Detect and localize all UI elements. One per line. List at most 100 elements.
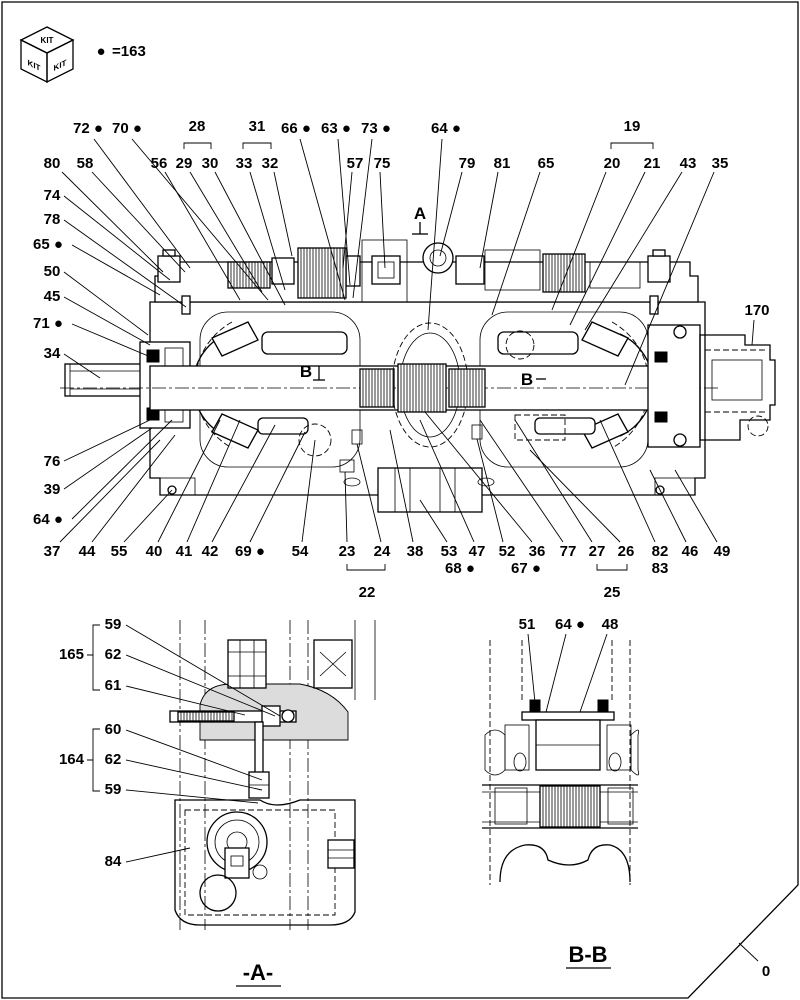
bolt-head [157, 255, 181, 283]
rear-attachment [699, 334, 776, 441]
top-port-block [484, 249, 541, 291]
callout-label: 40 [146, 543, 163, 560]
leader-line [131, 138, 269, 301]
piston [497, 331, 579, 355]
legend-symbol: ● [96, 43, 105, 60]
leader-line [63, 195, 171, 281]
leader-line [491, 171, 541, 316]
o-ring [343, 477, 361, 487]
callout-label: 37 [44, 543, 61, 560]
leader-line [439, 171, 463, 257]
leader-line [59, 439, 161, 543]
joint [607, 787, 634, 825]
leader-line [352, 138, 373, 299]
callout-label: 68 ● [445, 560, 475, 577]
bolt-head [271, 257, 295, 285]
lower-housing [499, 844, 631, 883]
rear-flange [647, 324, 701, 448]
callout-label: 164 [59, 751, 85, 768]
bolt-head [647, 255, 671, 283]
foot [159, 477, 196, 496]
callout-label: 55 [111, 543, 128, 560]
callout-label: 35 [712, 155, 729, 172]
callout-label: 64 ● [33, 511, 63, 528]
callout-label: 61 [105, 677, 122, 694]
flange-bolt [673, 433, 687, 447]
leader-line [479, 171, 499, 269]
piston [261, 331, 348, 355]
detail-a-title: -A- [243, 960, 274, 985]
callout-label: 32 [262, 155, 279, 172]
leader-line [342, 171, 353, 269]
seal [146, 349, 160, 363]
piston [257, 417, 309, 435]
callout-label: 34 [44, 345, 61, 362]
bolt-head [371, 255, 401, 285]
leader-line [529, 449, 621, 543]
callout-label: 50 [44, 263, 61, 280]
callout-label: 53 [441, 543, 458, 560]
callout-label: 27 [589, 543, 606, 560]
leader-line [71, 419, 173, 520]
callout-label: 165 [59, 646, 84, 663]
port-plug [199, 874, 237, 912]
callout-label: 46 [682, 543, 699, 560]
callout-label: 38 [407, 543, 424, 560]
callout-label: 29 [176, 155, 193, 172]
callout-label: 25 [604, 584, 621, 601]
pump-main-view: A B B [60, 204, 776, 513]
leader-line [189, 171, 263, 293]
callout-label: 45 [44, 288, 61, 305]
callout-label: 23 [339, 543, 356, 560]
leader-line [545, 633, 567, 713]
callout-label: 78 [44, 211, 61, 228]
leader-line [125, 685, 246, 716]
callout-label: 59 [105, 781, 122, 798]
callout-label: 70 ● [112, 120, 142, 137]
connector [224, 847, 250, 879]
callout-label: 59 [105, 616, 122, 633]
leader-line [125, 729, 263, 781]
leader-line [479, 419, 564, 543]
svg-text:KIT: KIT [28, 57, 42, 73]
leader-line [299, 138, 346, 301]
seal [654, 351, 668, 363]
leader-line [63, 427, 153, 490]
valve-plate-hidden [514, 414, 566, 441]
leader-line [63, 353, 101, 379]
callout-label: 82 [652, 543, 669, 560]
callout-label: 79 [459, 155, 476, 172]
callout-label: 65 ● [33, 236, 63, 253]
callout-label: 170 [744, 302, 769, 319]
bolt-cap [162, 249, 176, 257]
bottom-port-block [377, 467, 483, 513]
hatch-frame [177, 711, 235, 722]
callout-label: 21 [644, 155, 661, 172]
callout-label: 71 ● [33, 315, 63, 332]
callout-label: 54 [292, 543, 309, 560]
callout-label: 66 ● [281, 120, 311, 137]
callout-label: 42 [202, 543, 219, 560]
leader-line [123, 489, 173, 543]
bolt-inner [377, 261, 395, 279]
leader-line [71, 323, 154, 359]
side-ear [606, 724, 632, 771]
leader-line [249, 171, 286, 291]
hatch-frame [359, 368, 395, 408]
callout-label: 76 [44, 453, 61, 470]
callout-label: 83 [652, 560, 669, 577]
callout-label: 41 [176, 543, 193, 560]
callout-label: 57 [347, 155, 364, 172]
callout-label: 28 [189, 118, 206, 135]
leader-line [71, 244, 161, 296]
leader-line [125, 654, 276, 717]
callout-label: 62 [105, 646, 122, 663]
small-bolt [181, 295, 191, 315]
leader-line [273, 171, 293, 257]
leader-line [164, 171, 241, 301]
callout-label: 19 [624, 118, 641, 135]
side-ear [504, 724, 530, 771]
callout-label: 36 [529, 543, 546, 560]
leader-line [157, 419, 221, 543]
